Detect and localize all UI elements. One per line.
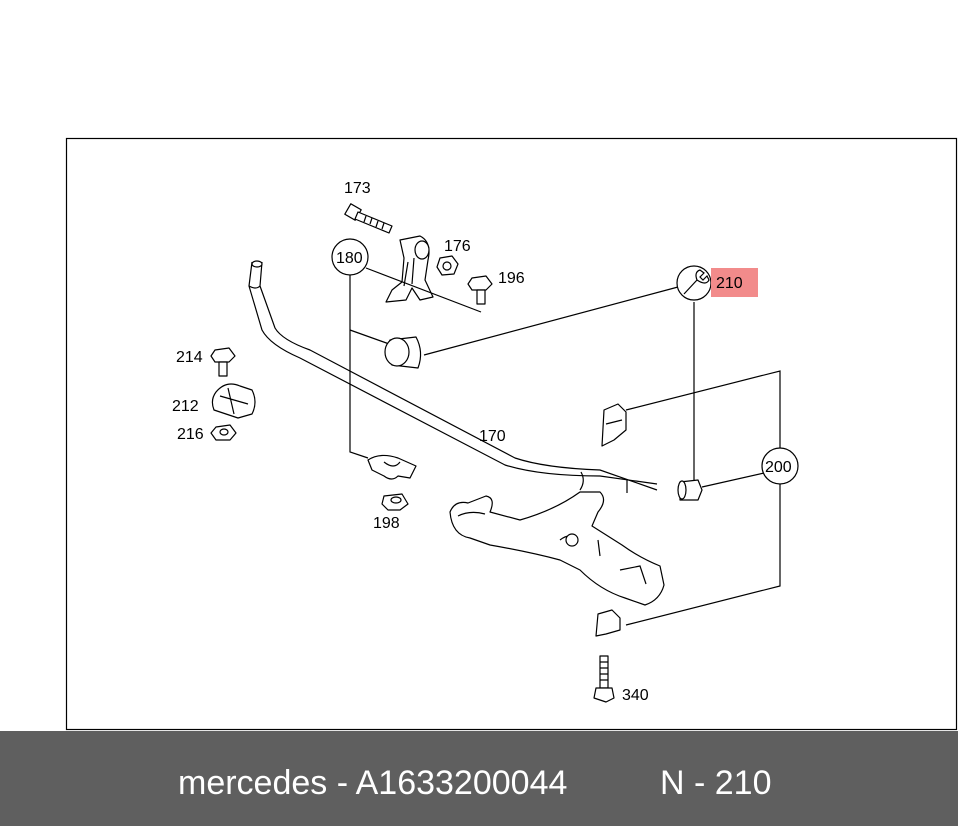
bushing-lower[interactable] (595, 609, 621, 637)
bolt-214[interactable] (210, 347, 236, 377)
label-214: 214 (176, 349, 203, 366)
bushing-upper[interactable] (601, 403, 627, 447)
nut-176[interactable] (436, 255, 459, 276)
bolt-196[interactable] (467, 275, 493, 305)
label-196: 196 (498, 270, 525, 287)
label-210: 210 (716, 275, 743, 292)
highlight-box-210 (711, 268, 758, 297)
clamp-212[interactable] (211, 383, 256, 419)
bushing-210[interactable] (677, 479, 703, 501)
label-173: 173 (344, 180, 371, 197)
parts-diagram: 173 176 196 180 210 214 212 216 170 198 … (65, 137, 958, 731)
footer-position: N - 210 (660, 764, 772, 802)
clamp-bracket[interactable] (367, 454, 417, 480)
label-340: 340 (622, 687, 649, 704)
footer-part-number: mercedes - A1633200044 (178, 764, 568, 802)
stabilizer-bar[interactable] (248, 260, 658, 493)
wrench-icon (683, 269, 710, 295)
rubber-mount[interactable] (384, 336, 422, 369)
label-180: 180 (336, 250, 363, 267)
control-arm[interactable] (449, 491, 665, 606)
bolt-340[interactable] (593, 655, 615, 703)
nut-198[interactable] (381, 493, 409, 511)
label-200: 200 (765, 459, 792, 476)
label-216: 216 (177, 426, 204, 443)
footer-bar: mercedes - A1633200044 N - 210 (0, 731, 958, 826)
label-170: 170 (479, 428, 506, 445)
label-198: 198 (373, 515, 400, 532)
callout-circle-200 (761, 447, 799, 485)
bracket-part[interactable] (385, 235, 434, 303)
bolt-173[interactable] (344, 203, 393, 234)
label-176: 176 (444, 238, 471, 255)
label-212: 212 (172, 398, 199, 415)
nut-216[interactable] (210, 424, 237, 441)
callout-circle-180 (331, 238, 369, 276)
